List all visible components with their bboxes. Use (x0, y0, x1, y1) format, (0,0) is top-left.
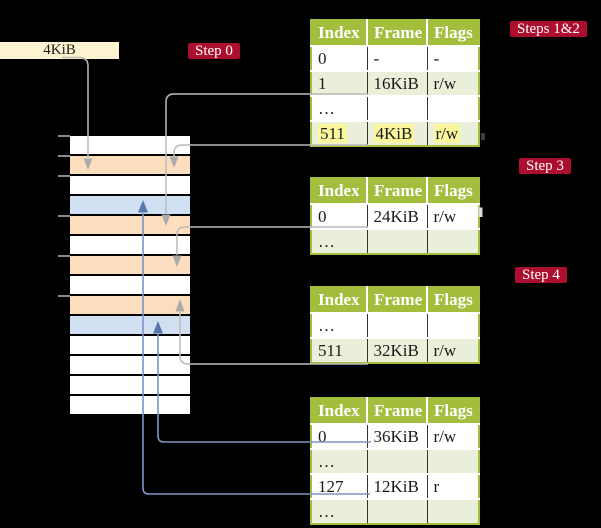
table-cell: 32KiB (366, 337, 427, 363)
table-cell: 511 (311, 120, 367, 146)
column-header-index: Index (311, 398, 367, 425)
table-cell: - (426, 46, 479, 71)
table-cell (426, 313, 479, 338)
memory-row-mapped-page (70, 196, 190, 216)
highlighted-value: 511 (318, 123, 347, 143)
column-header-frame: Frame (366, 287, 427, 314)
memory-row-free (70, 176, 190, 196)
table-cell (366, 95, 427, 121)
table-row: 0-- (311, 46, 479, 71)
badge-step-0: Step 0 (188, 43, 240, 59)
column-header-frame: Frame (366, 398, 427, 425)
table-cell: r (426, 473, 479, 499)
column-header-flags: Flags (426, 178, 479, 205)
memory-column (70, 136, 190, 416)
table-cell: r/w (426, 424, 479, 449)
memory-row-page-table (70, 216, 190, 236)
highlighted-value: 4KiB (373, 123, 415, 143)
table-cell: 0 (311, 204, 367, 229)
memory-row-mapped-page (70, 316, 190, 336)
table-cell: … (311, 95, 367, 121)
memory-row-page-table (70, 296, 190, 316)
column-header-flags: Flags (426, 287, 479, 314)
column-header-index: Index (311, 178, 367, 205)
table-cell: 4KiB (366, 120, 427, 146)
table-row: … (311, 313, 479, 338)
table-cell (426, 228, 479, 254)
column-header-flags: Flags (426, 398, 479, 425)
table-cell: … (311, 313, 367, 338)
table-cell: … (311, 228, 367, 254)
table-cell: 36KiB (366, 424, 427, 449)
table-row: … (311, 228, 479, 254)
memory-row-free (70, 356, 190, 376)
table-cell: 0 (311, 46, 367, 71)
table-cell (366, 448, 427, 474)
badge-steps-1-2: Steps 1&2 (510, 21, 587, 37)
table-cell: 127 (311, 473, 367, 499)
frame-address-label: 4KiB (0, 42, 119, 59)
column-header-index: Index (311, 287, 367, 314)
table-cell (366, 313, 427, 338)
table-cell (366, 498, 427, 524)
badge-step-4: Step 4 (515, 267, 567, 283)
column-header-frame: Frame (366, 178, 427, 205)
column-header-flags: Flags (426, 20, 479, 47)
column-header-index: Index (311, 20, 367, 47)
badge-step-3: Step 3 (519, 158, 571, 174)
table-cell (366, 228, 427, 254)
table-cell: 12KiB (366, 473, 427, 499)
table-row: … (311, 95, 479, 121)
arrow-stub-table1-entry511 (481, 133, 485, 140)
table-cell: 1 (311, 70, 367, 96)
memory-row-page-table (70, 156, 190, 176)
table-cell: 0 (311, 424, 367, 449)
table-cell: 511 (311, 337, 367, 363)
table-cell: - (366, 46, 427, 71)
address-tick (58, 135, 70, 137)
memory-row-free (70, 336, 190, 356)
address-tick (58, 155, 70, 157)
frame-address-text: 4KiB (43, 42, 76, 58)
table-cell: … (311, 498, 367, 524)
table-cell: … (311, 448, 367, 474)
highlighted-value: r/w (433, 123, 461, 143)
table-cell (426, 95, 479, 121)
table-cell: r/w (426, 204, 479, 229)
table-cell: 24KiB (366, 204, 427, 229)
memory-row-free (70, 396, 190, 416)
table-cell (426, 448, 479, 474)
table-row: 511 4KiB r/w (311, 120, 479, 146)
table-row: … (311, 498, 479, 524)
memory-row-free (70, 276, 190, 296)
memory-row-free (70, 136, 190, 156)
memory-row-page-table (70, 256, 190, 276)
table-cell: r/w (426, 70, 479, 96)
table-cell: r/w (426, 337, 479, 363)
address-tick (58, 255, 70, 257)
memory-row-free (70, 236, 190, 256)
table-cell: 16KiB (366, 70, 427, 96)
table-cell: r/w (426, 120, 479, 146)
memory-row-free (70, 376, 190, 396)
column-header-frame: Frame (366, 20, 427, 47)
table-cell (426, 498, 479, 524)
address-tick (58, 295, 70, 297)
address-tick (58, 175, 70, 177)
address-tick (58, 215, 70, 217)
table-row: … (311, 448, 479, 474)
